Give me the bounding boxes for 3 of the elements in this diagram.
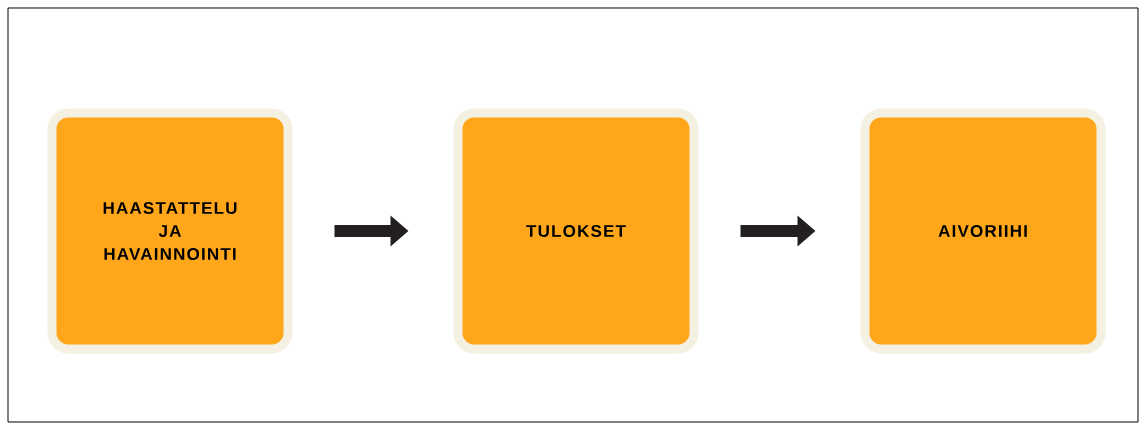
process-box: AIVORIIHI	[860, 108, 1106, 354]
process-box: HAASTATTELU JA HAVAINNOINTI	[47, 108, 293, 354]
process-box: TULOKSET	[453, 108, 699, 354]
